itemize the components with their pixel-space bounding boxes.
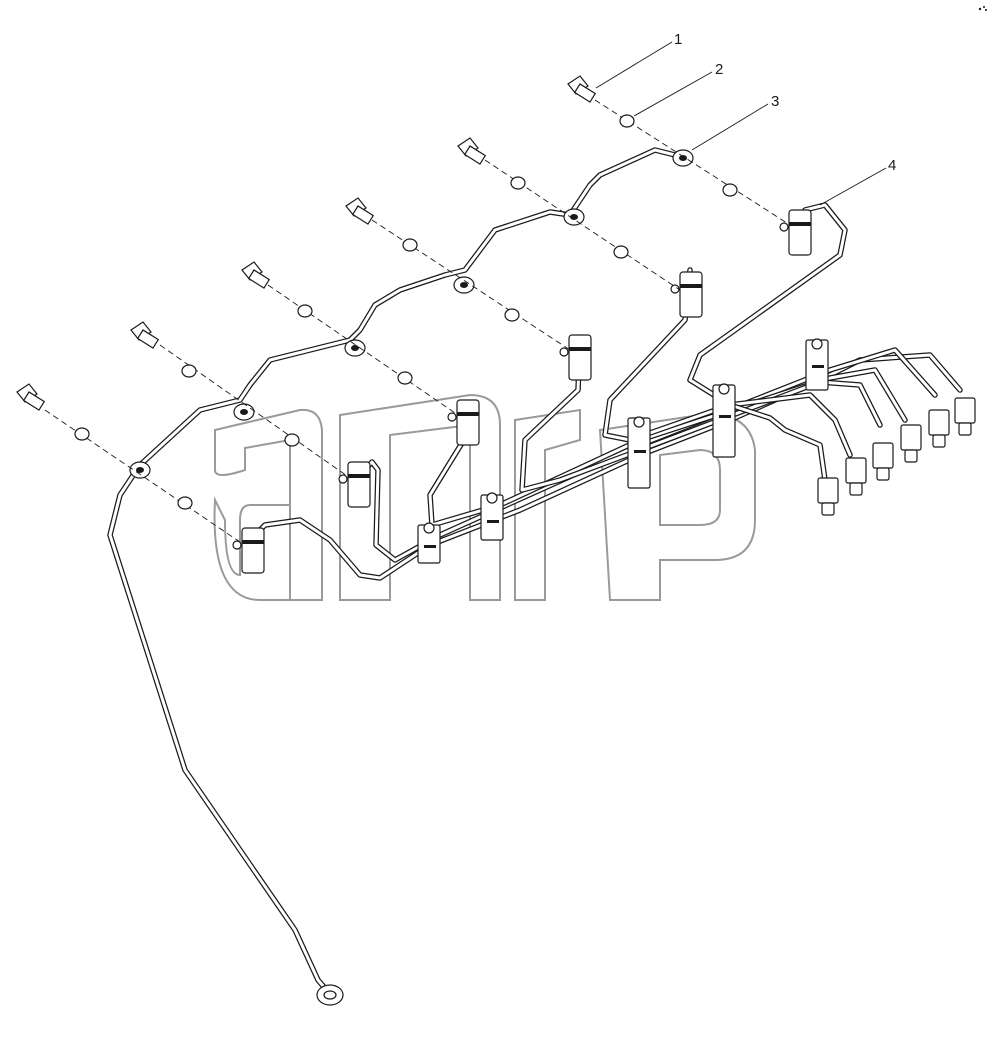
clamp (417, 522, 441, 564)
banjo-fitting (344, 339, 366, 357)
banjo-fitting-end (316, 984, 344, 1006)
injector-fitting (447, 399, 480, 446)
washer-set (402, 238, 520, 322)
callout-3: 3 (771, 93, 779, 110)
banjo-fitting (672, 149, 694, 167)
banjo-fitting (453, 276, 475, 294)
callouts: 1 2 3 4 (595, 31, 896, 206)
outlet-nut (817, 477, 839, 516)
washer-set (181, 364, 300, 447)
injector-fitting (232, 527, 265, 574)
banjo-fitting (563, 208, 585, 226)
banjo-bolt (567, 75, 597, 103)
banjo-bolts (16, 75, 597, 411)
banjo-fittings (129, 149, 694, 1006)
outlet-nut (900, 424, 922, 463)
injector-fitting (559, 334, 592, 381)
callout-2: 2 (715, 61, 723, 78)
pump-outlet-nuts (817, 397, 976, 516)
clamp (627, 416, 651, 489)
banjo-fitting (129, 461, 151, 479)
injector-fitting (779, 209, 812, 256)
injector-fitting (338, 461, 371, 508)
callout-1: 1 (674, 31, 682, 48)
outlet-nut (928, 409, 950, 448)
washer-set (74, 427, 193, 510)
injector-fitting (670, 271, 703, 318)
clamp (480, 492, 504, 541)
washer-set (297, 304, 413, 385)
outlet-nut (845, 457, 867, 496)
washer-set (510, 176, 629, 259)
banjo-bolt (345, 197, 375, 225)
banjo-bolt (241, 261, 271, 289)
outlet-nut (954, 397, 976, 436)
clamp (805, 338, 829, 391)
callout-4: 4 (888, 157, 896, 174)
banjo-fitting (233, 403, 255, 421)
sealing-washers (74, 114, 738, 510)
corner-mark (978, 6, 987, 11)
banjo-bolt (130, 321, 160, 349)
injector-fittings (232, 209, 812, 574)
clamp (712, 383, 736, 458)
banjo-bolt (16, 383, 46, 411)
banjo-bolt (457, 137, 487, 165)
leak-off-line (107, 147, 678, 1003)
outlet-nut (872, 442, 894, 481)
washer-set (619, 114, 738, 197)
line-clamps (417, 338, 829, 564)
assembly-axes (44, 99, 791, 543)
